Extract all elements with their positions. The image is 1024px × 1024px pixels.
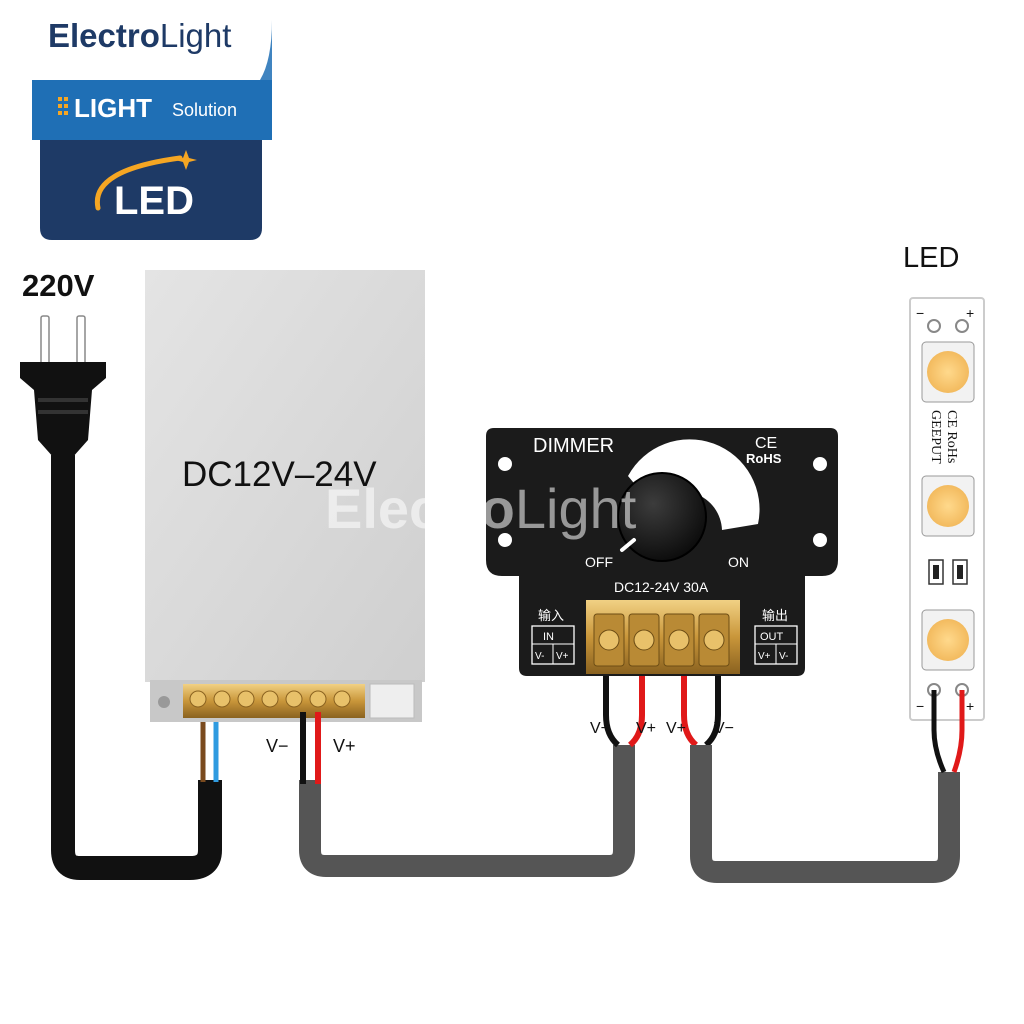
dimmer-mount-hole xyxy=(498,457,512,471)
brand-line2: LIGHT xyxy=(74,93,152,123)
strip-cert1: CE RoHs xyxy=(944,410,959,463)
dimmer-input-minus: V- xyxy=(535,651,544,662)
strip-top-minus: − xyxy=(916,305,924,321)
plug-icon xyxy=(20,315,106,458)
dimmer: DIMMER CE RoHS OFF ON DC12-24V 30A 输入 IN… xyxy=(486,428,838,676)
led-cable xyxy=(690,745,960,883)
led-chip xyxy=(921,475,975,537)
dimmer-knob[interactable] xyxy=(617,472,707,562)
dimmer-ce-mark: CE xyxy=(755,435,777,452)
dimmer-mount-hole xyxy=(813,457,827,471)
dimmer-input-cn: 输入 xyxy=(538,608,564,623)
strip-wire-black xyxy=(931,690,947,774)
led-strip: − + CE RoHs GEEPUT − + xyxy=(909,297,985,721)
led-chip xyxy=(921,341,975,403)
dimmer-out-minus-label: V− xyxy=(714,720,734,737)
dimmer-rating-label: DC12-24V 30A xyxy=(614,579,709,595)
logo-blue-band xyxy=(32,80,272,140)
dimmer-in-wire-red xyxy=(627,676,645,748)
dimmer-output-plus: V+ xyxy=(758,651,771,662)
dimmer-off-label: OFF xyxy=(585,554,613,570)
psu-mount-hole xyxy=(158,696,170,708)
arc-icon xyxy=(94,155,183,211)
dimmer-in-minus-label: V− xyxy=(590,720,610,737)
strip-resistors xyxy=(928,559,968,585)
power-supply: DC12V–24V xyxy=(145,270,425,722)
dimmer-in-wire-black xyxy=(603,676,621,748)
dimmer-rohs-mark: RoHS xyxy=(746,451,782,466)
led-chip xyxy=(921,609,975,671)
brand-line2-sub: Solution xyxy=(172,100,237,120)
star-icon xyxy=(175,150,197,170)
brand-logo: ElectroLight LIGHT Solution LED xyxy=(30,10,272,240)
strip-top-plus: + xyxy=(966,305,974,321)
dimmer-out-wire-red xyxy=(681,676,699,748)
dimmer-level-arc xyxy=(628,439,760,530)
psu-potentiometer xyxy=(369,683,415,719)
dimmer-out-plus-label: V+ xyxy=(666,720,686,737)
dimmer-input-plus: V+ xyxy=(556,651,569,662)
strip-cert2: GEEPUT xyxy=(928,410,943,464)
psu-body xyxy=(145,270,425,682)
strip-bottom-plus: + xyxy=(966,698,974,714)
psu-plus-label: V+ xyxy=(333,736,356,756)
psu-output-cable xyxy=(299,745,635,877)
psu-voltage-label: DC12V–24V xyxy=(182,455,377,494)
led-label: LED xyxy=(903,242,959,274)
dimmer-mount-hole xyxy=(813,533,827,547)
logo-navy-panel xyxy=(40,132,262,240)
dimmer-title: DIMMER xyxy=(533,435,614,457)
logo-white-top xyxy=(30,10,270,76)
brand-line3: LED xyxy=(114,179,194,223)
dimmer-mount-hole xyxy=(498,533,512,547)
strip-bottom-minus: − xyxy=(916,698,924,714)
knob-pointer xyxy=(620,538,636,552)
dimmer-on-label: ON xyxy=(728,554,749,570)
dots-icon xyxy=(58,97,68,115)
dimmer-output-label: OUT xyxy=(760,631,784,643)
dimmer-in-plus-label: V+ xyxy=(636,720,656,737)
dimmer-output-minus: V- xyxy=(779,651,788,662)
mains-voltage-label: 220V xyxy=(22,268,95,303)
watermark: ElectroLight xyxy=(325,477,637,540)
dimmer-output-cn: 输出 xyxy=(762,608,788,623)
brand-name: ElectroLight xyxy=(48,17,231,54)
dimmer-input-label: IN xyxy=(543,631,554,643)
mains-cable xyxy=(51,455,222,880)
dimmer-screws xyxy=(593,613,730,667)
strip-wire-red xyxy=(951,690,965,773)
psu-screws xyxy=(189,690,351,708)
dimmer-out-wire-black xyxy=(703,676,721,748)
psu-minus-label: V− xyxy=(266,736,289,756)
